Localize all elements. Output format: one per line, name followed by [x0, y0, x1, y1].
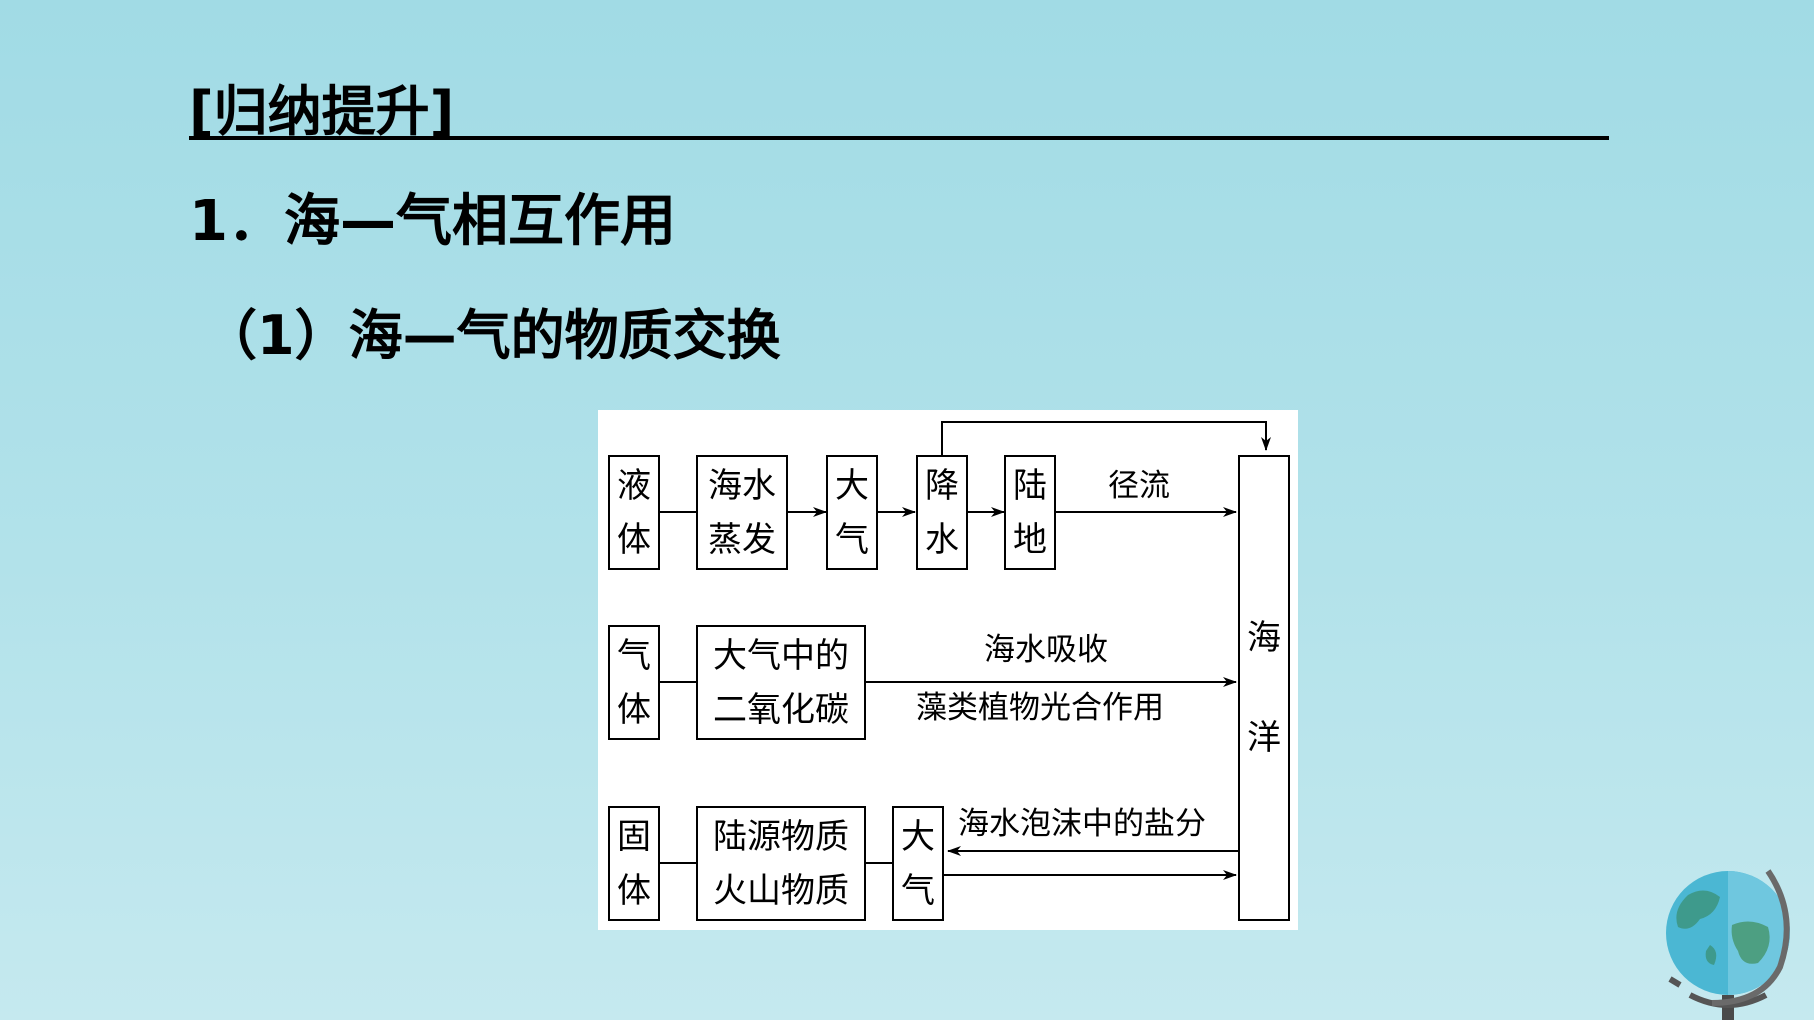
globe-icon: [1666, 869, 1790, 1020]
step-evaporation: 海水蒸发: [696, 455, 788, 570]
runoff-label: 径流: [1108, 468, 1170, 504]
step-evaporation-label: 海水蒸发: [708, 465, 776, 560]
solid-atmosphere-label: 大气: [901, 816, 935, 911]
source-co2-label: 大气中的二氧化碳: [713, 635, 849, 730]
heading-2: （1）海—气的物质交换: [203, 304, 781, 367]
sea-salt-label: 海水泡沫中的盐分: [958, 806, 1206, 842]
source-co2: 大气中的二氧化碳: [696, 625, 866, 740]
section-title: [归纳提升]: [189, 80, 455, 143]
diagram-arrows: [660, 421, 1271, 880]
step-land: 陆地: [1004, 455, 1056, 570]
step-precipitation-label: 降水: [925, 465, 959, 560]
category-gas: 气体: [608, 625, 660, 740]
absorption-label: 海水吸收: [984, 632, 1108, 668]
photosynthesis-label: 藻类植物光合作用: [916, 690, 1164, 726]
step-atmosphere-label: 大气: [835, 465, 869, 560]
arrow-precip-to-ocean: [941, 421, 1271, 462]
step-atmosphere: 大气: [826, 455, 878, 570]
ocean-label: 海洋: [1247, 618, 1281, 758]
title-underline: [189, 136, 1609, 140]
category-liquid-label: 液体: [617, 465, 651, 560]
category-liquid: 液体: [608, 455, 660, 570]
exchange-diagram: 液体 海水蒸发 大气 降水 陆地 径流 气体 大气中的二氧化碳 海水吸收 藻类植…: [598, 410, 1298, 930]
source-terrestrial-volcanic: 陆源物质火山物质: [696, 806, 866, 921]
category-solid: 固体: [608, 806, 660, 921]
ocean-box: 海洋: [1238, 455, 1290, 921]
solid-atmosphere: 大气: [892, 806, 944, 921]
step-precipitation: 降水: [916, 455, 968, 570]
source-terrestrial-volcanic-label: 陆源物质火山物质: [713, 816, 849, 911]
heading-1: 1．海—气相互作用: [189, 189, 676, 254]
category-gas-label: 气体: [617, 635, 651, 730]
category-solid-label: 固体: [617, 816, 651, 911]
step-land-label: 陆地: [1013, 465, 1047, 560]
